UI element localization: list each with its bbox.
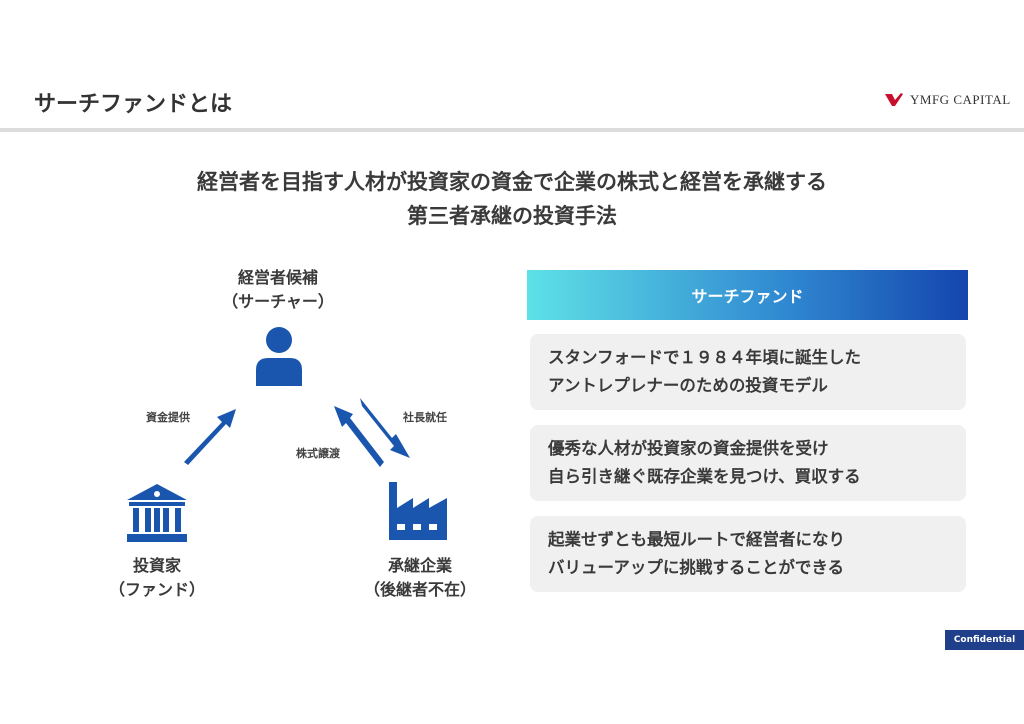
info-card: スタンフォードで１９８４年頃に誕生した アントレプレナーのための投資モデル [530,334,966,410]
subtitle-line2: 第三者承継の投資手法 [407,204,617,228]
company-sub: （後継者不在） [363,580,476,599]
share-transfer-arrow [334,406,384,467]
searcher-sub: （サーチャー） [222,292,334,311]
factory-icon [389,482,447,540]
company-logo: YMFG CAPITAL [884,92,1011,108]
share-transfer-label: 株式譲渡 [296,447,340,460]
arrows-graphic [184,398,410,467]
card-line: スタンフォードで１９８４年頃に誕生した [548,348,862,367]
card-line: 自ら引き継ぐ既存企業を見つけ、買収する [548,467,861,486]
info-card: 優秀な人材が投資家の資金提供を受け 自ら引き継ぐ既存企業を見つけ、買収する [530,425,966,501]
investor-name: 投資家 [132,556,181,575]
card-line: 起業せずとも最短ルートで経営者になり [548,530,845,549]
subtitle-line1: 経営者を目指す人材が投資家の資金で企業の株式と経営を承継する [197,170,827,194]
person-icon [256,327,302,386]
searcher-name: 経営者候補 [237,268,318,287]
page-title: サーチファンドとは [34,92,233,117]
searcher-label: 経営者候補 （サーチャー） [190,266,366,314]
ceo-arrow [360,398,410,458]
bank-icon [127,484,187,542]
ymfg-logo-icon [885,93,903,106]
ceo-label: 社長就任 [403,411,447,424]
investor-label: 投資家 （ファンド） [90,554,224,602]
card-line: バリューアップに挑戦することができる [548,558,845,577]
info-card: 起業せずとも最短ルートで経営者になり バリューアップに挑戦することができる [530,516,966,592]
card-line: 優秀な人材が投資家の資金提供を受け [548,439,829,458]
funding-label: 資金提供 [146,411,190,424]
company-label: 承継企業 （後継者不在） [340,554,500,602]
header-divider [0,128,1024,132]
company-name: 承継企業 [387,556,452,575]
search-fund-header: サーチファンド [527,270,968,320]
confidential-badge: Confidential [945,630,1024,650]
funding-arrow [184,409,236,465]
investor-sub: （ファンド） [108,580,205,599]
logo-text: YMFG CAPITAL [910,92,1011,107]
card-line: アントレプレナーのための投資モデル [548,376,828,395]
